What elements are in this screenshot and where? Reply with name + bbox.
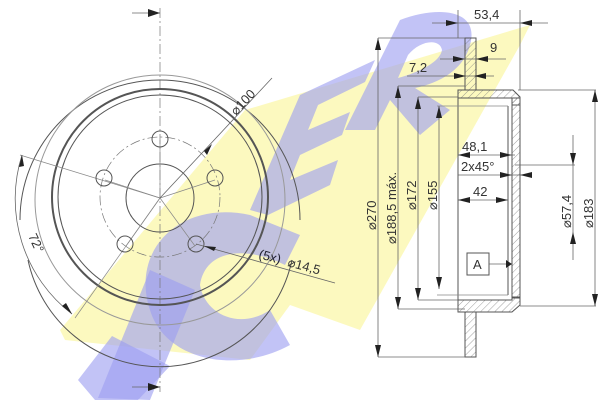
- chamfer-label: 2x45°: [461, 159, 494, 174]
- disc-flange-section: [464, 37, 477, 91]
- bolt-hole: [95, 169, 113, 187]
- bolt-hole: [187, 235, 205, 253]
- diameter-172-dim: ⌀172: [404, 97, 421, 300]
- disc-flange-section-lower: [464, 311, 477, 358]
- angle-arrow-bottom: [62, 303, 72, 314]
- hat-outer-ring: [51, 88, 269, 306]
- diameter-155-label: ⌀155: [425, 180, 440, 210]
- inner-depth-label: 42: [473, 184, 487, 199]
- chamfer-dim: 2x45°: [458, 159, 532, 178]
- bolt-hole: [116, 235, 134, 253]
- disc-outer-ring-2: [34, 74, 286, 326]
- pcd-leader: [159, 77, 273, 199]
- overall-height-dim: 53,4: [432, 7, 548, 90]
- angle-label: 72°: [25, 231, 47, 255]
- diameter-155-dim: ⌀155: [425, 106, 442, 289]
- datum-a: A: [466, 252, 512, 276]
- diameter-270-label: ⌀270: [364, 200, 379, 230]
- watermark-letter-e: [250, 60, 375, 215]
- bolt-hole-center-lines: [19, 140, 216, 319]
- disc-outer-edge-lower: [27, 259, 293, 368]
- watermark-letter-r: [345, 12, 472, 136]
- diameter-188-label: ⌀188,5 máx.: [384, 172, 399, 244]
- watermark-logo: [60, 12, 530, 400]
- diameter-172-label: ⌀172: [404, 180, 419, 210]
- section-arrow-top: [148, 9, 160, 17]
- disc-thickness-label: 9: [490, 40, 497, 55]
- diameter-57-dim: ⌀57,4: [559, 135, 576, 260]
- diameter-270-dim: ⌀270: [364, 38, 381, 357]
- watermark-letter-c: [145, 212, 300, 361]
- disc-thickness-dim: 9: [440, 40, 506, 62]
- pcd-arrow: [204, 144, 212, 155]
- section-arrow-bottom: [148, 383, 160, 391]
- datum-label: A: [473, 257, 482, 272]
- inner-depth-dim: 42: [458, 184, 508, 203]
- hole-leader: [195, 243, 336, 284]
- diameter-188-dim: ⌀188,5 máx.: [384, 86, 401, 309]
- angle-arc: [14, 154, 73, 315]
- min-thickness-label: 7,2: [409, 60, 427, 75]
- hat-inner-ring: [57, 94, 263, 300]
- bolt-holes: [95, 130, 224, 253]
- angle-arrow-top: [19, 155, 24, 167]
- holes-count-label: (5x): [257, 246, 283, 266]
- hat-depth-dim: 48,1: [458, 139, 515, 158]
- hat-bottom-wall: [457, 296, 521, 313]
- hole-arrow: [204, 246, 216, 251]
- hat-depth-label: 48,1: [462, 139, 487, 154]
- diameter-183-label: ⌀183: [581, 198, 596, 228]
- section-view: ⌀270 ⌀188,5 máx. ⌀172 ⌀155 ⌀57,4: [364, 7, 598, 358]
- diameter-57-label: ⌀57,4: [559, 195, 574, 228]
- overall-height-label: 53,4: [474, 7, 499, 22]
- disc-outer-edge: [19, 79, 301, 221]
- pcd-circle: [99, 136, 221, 258]
- bolt-hole: [206, 169, 224, 187]
- diameter-183-dim: ⌀183: [581, 90, 598, 306]
- bolt-hole: [151, 130, 169, 148]
- min-thickness-dim: 7,2: [407, 60, 494, 79]
- hat-side-wall: [511, 97, 521, 299]
